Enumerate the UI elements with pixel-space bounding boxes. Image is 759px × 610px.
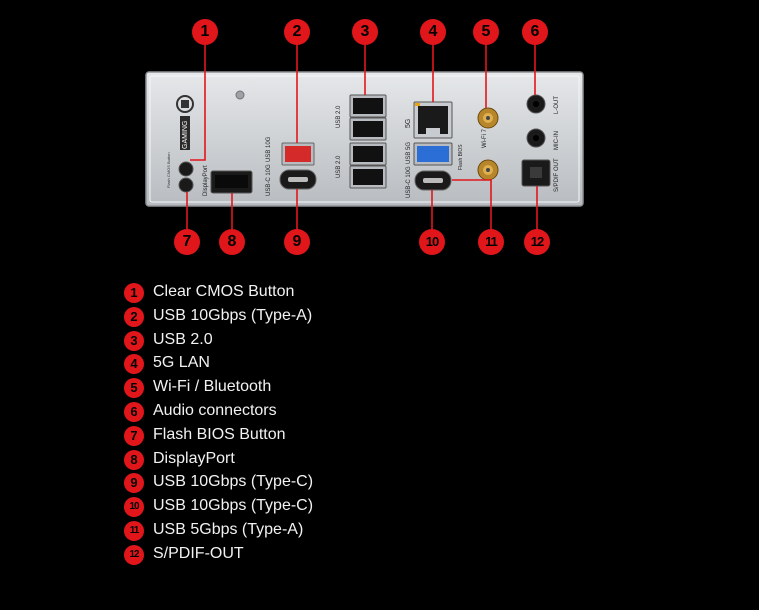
leader-lines	[186, 44, 538, 230]
legend-label: S/PDIF-OUT	[153, 544, 244, 562]
clear-cmos-button	[178, 161, 194, 177]
callout-4: 4	[420, 19, 446, 45]
gaming-label: GAMING	[182, 121, 189, 149]
legend-number: 10	[124, 497, 144, 518]
callout-10: 10	[419, 229, 445, 255]
legend-label: USB 2.0	[153, 330, 213, 348]
flash-bios-button	[178, 177, 194, 193]
legend-label: DisplayPort	[153, 449, 235, 467]
usb20-label-bottom: USB 2.0	[336, 155, 342, 178]
callout-7: 7	[174, 229, 200, 255]
legend-label: USB 10Gbps (Type-C)	[153, 473, 314, 491]
callout-9: 9	[284, 229, 310, 255]
callout-5: 5	[473, 19, 499, 45]
legend-number: 5	[124, 378, 144, 399]
usb20-label-top: USB 2.0	[336, 105, 342, 128]
legend-label: 5G LAN	[153, 354, 210, 372]
legend-number: 12	[124, 544, 144, 565]
callout-2: 2	[284, 19, 310, 45]
legend-label: Flash BIOS Button	[153, 425, 286, 443]
legend-number: 4	[124, 354, 144, 375]
callout-6: 6	[522, 19, 548, 45]
usb10g-label: USB 10G	[266, 136, 272, 162]
callout-1: 1	[192, 19, 218, 45]
wifi-antenna-bottom	[477, 159, 499, 181]
legend-number: 7	[124, 425, 144, 446]
gaming-logo: GAMING	[176, 95, 194, 150]
legend-label: Clear CMOS Button	[153, 283, 295, 300]
micin-label: MIC-IN	[554, 131, 560, 150]
legend-label: USB 5Gbps (Type-A)	[153, 520, 304, 538]
legend-label: Audio connectors	[153, 401, 277, 419]
wifi-label: Wi-Fi 7	[482, 128, 488, 148]
legend-number: 8	[124, 449, 144, 470]
callout-3: 3	[352, 19, 378, 45]
cmos-small-label: Flash CMOS Button	[166, 152, 171, 188]
line-out-jack	[526, 94, 546, 114]
spdif-label: S/PDIF OUT	[554, 158, 560, 192]
callout-8: 8	[219, 229, 245, 255]
mic-in-jack	[526, 128, 546, 148]
lan-label: 5G	[405, 119, 412, 128]
io-panel-illustration: GAMING Flash CMOS Button DisplayPort USB…	[145, 44, 584, 230]
callout-12: 12	[524, 229, 550, 255]
usb5g-label: USB 5G	[406, 142, 412, 164]
legend-number: 3	[124, 330, 144, 351]
legend-number: 2	[124, 306, 144, 327]
legend-number: 1	[124, 283, 144, 303]
usbc10g-label-b: USB-C 10G	[406, 166, 412, 198]
legend-number: 6	[124, 401, 144, 422]
screw-hole	[235, 90, 245, 100]
lineout-label: L-OUT	[554, 96, 560, 114]
legend-number: 9	[124, 473, 144, 494]
dp-label: DisplayPort	[203, 165, 209, 196]
flash-bios-label: Flash BIOS	[458, 144, 464, 170]
callout-11: 11	[478, 229, 504, 255]
legend-label: USB 10Gbps (Type-A)	[153, 306, 313, 324]
legend-number: 11	[124, 520, 144, 541]
legend-label: USB 10Gbps (Type-C)	[153, 497, 314, 515]
legend-label: Wi-Fi / Bluetooth	[153, 378, 272, 396]
wifi-antenna-top	[477, 107, 499, 129]
usbc10g-label: USB-C 10G	[266, 164, 272, 196]
